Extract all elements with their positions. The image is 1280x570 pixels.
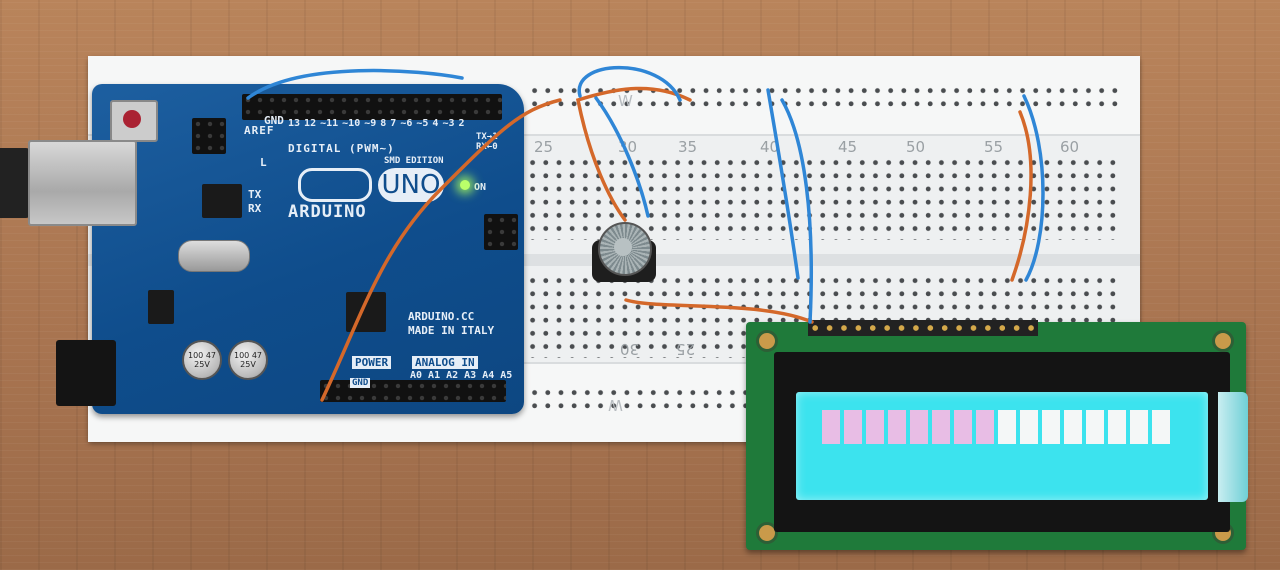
blue-wire — [594, 96, 650, 218]
analog-label: ANALOG IN — [412, 356, 478, 369]
lcd-cell-on — [866, 410, 884, 444]
pin-label: ~9 — [364, 118, 377, 129]
rail-letter: W — [618, 92, 633, 110]
lcd-cell-on — [822, 410, 840, 444]
capacitor: 100 47 25V — [182, 340, 222, 380]
usb-cable — [0, 148, 30, 218]
lcd-character-row — [822, 410, 1170, 444]
lcd-cell-on — [888, 410, 906, 444]
potentiometer-knob[interactable] — [598, 222, 652, 276]
mounting-hole — [756, 330, 778, 352]
lcd-cell-off — [1108, 410, 1126, 444]
orange-wire — [575, 86, 692, 222]
pin-label: A5 — [500, 370, 513, 381]
crystal-oscillator — [178, 240, 250, 272]
orange-wire — [624, 298, 814, 324]
pin-label: A0 — [410, 370, 423, 381]
lcd-cell-on — [910, 410, 928, 444]
blue-wire — [1022, 94, 1045, 282]
pin-label: A4 — [482, 370, 495, 381]
lcd-header-pins — [808, 320, 1038, 336]
usb-chip — [202, 184, 242, 218]
lcd-cell-on — [954, 410, 972, 444]
pin-label: A2 — [446, 370, 459, 381]
icsp-header — [192, 118, 226, 154]
lcd-cell-off — [1130, 410, 1148, 444]
pin-label: ~3 — [442, 118, 455, 129]
column-number: 45 — [838, 138, 858, 156]
on-label: ON — [474, 182, 487, 193]
edition-label: SMD EDITION — [384, 156, 444, 166]
orange-wire — [1010, 110, 1033, 282]
pin-label: 8 — [380, 118, 387, 129]
lcd-cell-off — [1152, 410, 1170, 444]
capacitor: 100 47 25V — [228, 340, 268, 380]
lcd-cell-off — [1020, 410, 1038, 444]
regulator-chip — [148, 290, 174, 324]
blue-wire — [766, 88, 800, 280]
pin-label: A1 — [428, 370, 441, 381]
lcd-cell-off — [998, 410, 1016, 444]
pin-label: 4 — [432, 118, 439, 129]
blue-wire — [246, 68, 464, 100]
analog-pin-labels: A0 A1 A2 A3 A4 A5 — [410, 370, 512, 381]
digital-pin-labels: 13 12 ~11 ~10 ~9 8 7 ~6 ~5 4 ~3 2 — [288, 118, 508, 129]
power-led — [460, 180, 470, 190]
pin-label: 12 — [304, 118, 317, 129]
mounting-hole — [1212, 330, 1234, 352]
tx-pin-label: TX→1 — [476, 132, 498, 142]
arduino-uno-board: AREF GND 13 12 ~11 ~10 ~9 8 7 ~6 ~5 4 ~3… — [92, 84, 524, 414]
brand-label: ARDUINO — [288, 202, 367, 222]
icsp-header-2 — [484, 214, 518, 250]
capacitor-label: 100 47 25V — [188, 351, 216, 369]
pin-label: A3 — [464, 370, 477, 381]
orange-wire — [320, 98, 562, 402]
lcd-cell-on — [976, 410, 994, 444]
led-label-rx: RX — [248, 202, 262, 215]
reset-button[interactable] — [110, 100, 158, 142]
origin-label: MADE IN ITALY — [408, 324, 495, 337]
pin-label: 13 — [288, 118, 301, 129]
pin-label: ~6 — [400, 118, 413, 129]
pin-label: ~10 — [342, 118, 361, 129]
lcd-cell-off — [1042, 410, 1060, 444]
digital-header — [242, 94, 502, 120]
lcd-cell-on — [932, 410, 950, 444]
gnd-label: GND — [264, 114, 284, 127]
pin-label: 2 — [458, 118, 465, 129]
usb-plug — [28, 140, 137, 226]
dc-power-jack — [56, 340, 116, 406]
lcd-cell-off — [1064, 410, 1082, 444]
led-label-l: L — [260, 156, 267, 169]
column-number: 60 — [1060, 138, 1080, 156]
blue-wire — [577, 65, 682, 102]
lcd-cell-on — [844, 410, 862, 444]
led-label-tx: TX — [248, 188, 262, 201]
rx-pin-label: RX←0 — [476, 142, 498, 152]
gnd-power-label: GND — [350, 378, 371, 388]
column-number: 25 — [534, 138, 554, 156]
pin-label: 7 — [390, 118, 397, 129]
digital-label: DIGITAL (PWM~) — [288, 142, 395, 155]
capacitor-label: 100 47 25V — [234, 351, 262, 369]
power-label: POWER — [352, 356, 392, 369]
blue-wire — [780, 98, 813, 324]
pin-label: ~11 — [320, 118, 339, 129]
aref-label: AREF — [244, 124, 275, 137]
website-label: ARDUINO.CC — [408, 310, 475, 323]
column-number: 40 — [760, 138, 780, 156]
lcd-cell-off — [1086, 410, 1104, 444]
column-number: 35 — [678, 138, 698, 156]
arduino-infinity-logo — [298, 168, 372, 202]
mounting-hole — [756, 522, 778, 544]
pin-label: ~5 — [416, 118, 429, 129]
column-number: 55 — [984, 138, 1004, 156]
lcd-backlight-edge — [1218, 392, 1248, 502]
column-number: 50 — [906, 138, 926, 156]
